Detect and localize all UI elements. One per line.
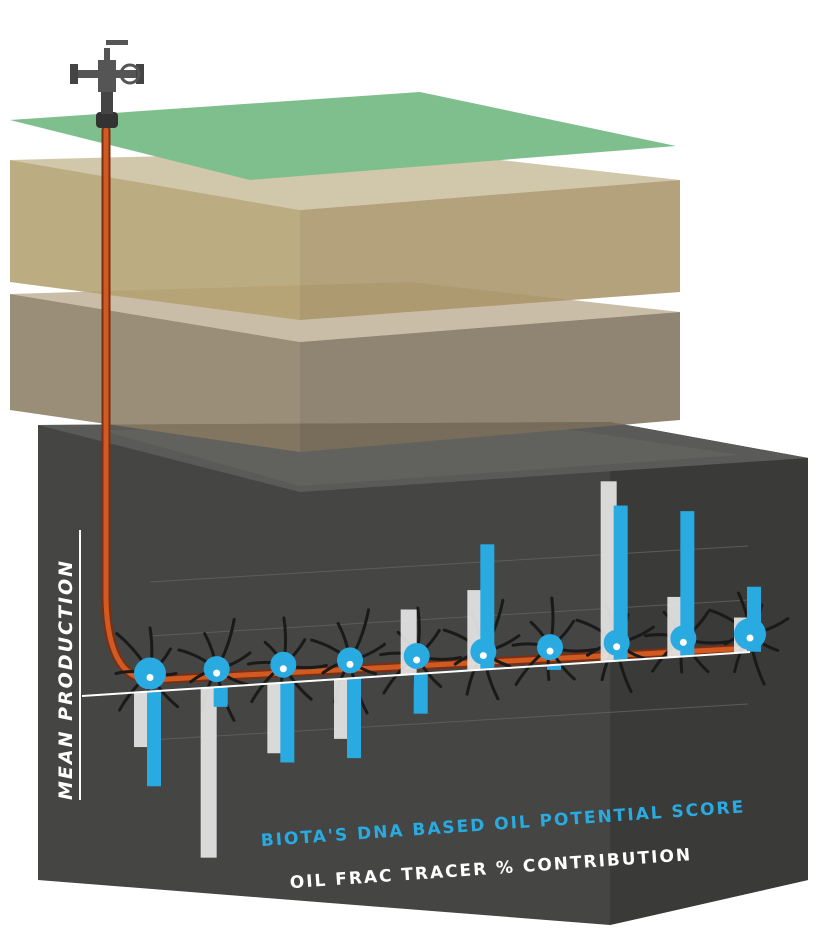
biota-bar xyxy=(480,544,495,670)
tracer-bar xyxy=(600,481,617,662)
stage-marker xyxy=(203,656,230,683)
stage-dot xyxy=(279,665,287,673)
stage-marker xyxy=(403,642,430,669)
biota-bar xyxy=(147,691,161,787)
biota-bar xyxy=(413,673,428,714)
stage-dot xyxy=(213,669,221,677)
stage-dot xyxy=(746,634,754,642)
biota-bar xyxy=(547,664,561,670)
chart-gridlines xyxy=(149,545,749,741)
stage-marker xyxy=(537,634,563,661)
stage-dot xyxy=(479,652,487,660)
biota-bar xyxy=(280,682,295,763)
stage-marker xyxy=(603,629,630,656)
stage-marker xyxy=(337,647,363,674)
stage-dot xyxy=(146,674,154,682)
tracer-bar xyxy=(200,687,217,858)
rock-layer-upper xyxy=(10,150,680,320)
ground-surface xyxy=(10,92,676,180)
mean-production-baseline xyxy=(81,651,751,697)
stage-marker xyxy=(670,625,697,652)
stage-dot xyxy=(546,647,554,655)
wellhead-icon xyxy=(70,40,144,128)
stage-marker xyxy=(470,638,497,665)
biota-bar xyxy=(680,511,695,657)
biota-bar xyxy=(613,505,628,661)
stage-dot xyxy=(613,643,621,651)
stage-marker xyxy=(134,657,166,690)
stage-dot xyxy=(346,660,354,668)
stage-markers xyxy=(134,618,766,690)
axis-label-group: MEAN PRODUCTION xyxy=(55,530,81,800)
biota-bar xyxy=(213,686,228,707)
stage-marker xyxy=(270,651,297,678)
tracer-bar xyxy=(334,678,350,739)
stage-dot xyxy=(413,656,421,664)
tracer-bar xyxy=(134,692,150,748)
stage-dot xyxy=(679,638,687,646)
tracer-bar xyxy=(267,683,284,754)
y-axis-label: MEAN PRODUCTION xyxy=(55,559,77,800)
biota-bar xyxy=(347,678,361,759)
stage-marker xyxy=(734,618,766,650)
